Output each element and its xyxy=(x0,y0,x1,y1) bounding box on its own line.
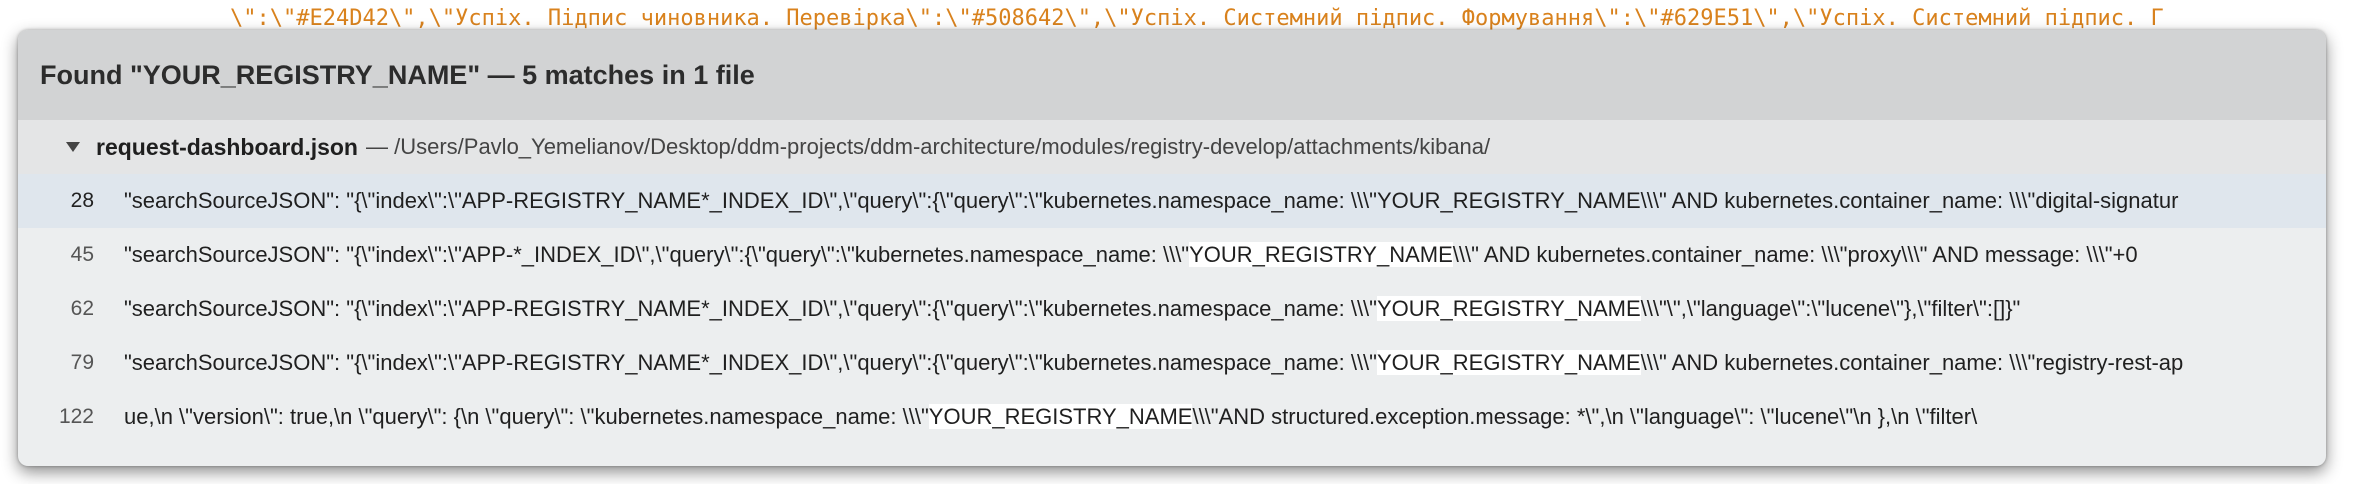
line-number: 122 xyxy=(58,405,94,428)
match-highlight: YOUR_REGISTRY_NAME xyxy=(1376,188,1641,213)
result-line-text: "searchSourceJSON": "{\"index\":\"APP-RE… xyxy=(124,296,2021,321)
result-line-text: "searchSourceJSON": "{\"index\":\"APP-RE… xyxy=(124,350,2184,375)
match-highlight: YOUR_REGISTRY_NAME xyxy=(1376,350,1641,375)
line-number: 28 xyxy=(70,189,94,212)
results-list: 28 "searchSourceJSON": "{\"index\":\"APP… xyxy=(18,174,2326,444)
result-row[interactable]: 122 ue,\n \"version\": true,\n \"query\"… xyxy=(18,390,2326,444)
result-row[interactable]: 45 "searchSourceJSON": "{\"index\":\"APP… xyxy=(18,228,2326,282)
result-row[interactable]: 79 "searchSourceJSON": "{\"index\":\"APP… xyxy=(18,336,2326,390)
line-number: 79 xyxy=(70,351,94,374)
line-number: 45 xyxy=(70,243,94,266)
result-row[interactable]: 28 "searchSourceJSON": "{\"index\":\"APP… xyxy=(18,174,2326,228)
popup-title: Found "YOUR_REGISTRY_NAME" — 5 matches i… xyxy=(18,30,2326,120)
result-line-text: "searchSourceJSON": "{\"index\":\"APP-*_… xyxy=(124,242,2138,267)
find-in-files-popup: Found "YOUR_REGISTRY_NAME" — 5 matches i… xyxy=(18,30,2326,466)
match-highlight: YOUR_REGISTRY_NAME xyxy=(1189,242,1453,267)
file-name: request-dashboard.json xyxy=(96,133,358,160)
line-number: 62 xyxy=(70,297,94,320)
match-highlight: YOUR_REGISTRY_NAME xyxy=(928,404,1193,429)
result-line-text: ue,\n \"version\": true,\n \"query\": {\… xyxy=(124,404,1978,429)
result-row[interactable]: 62 "searchSourceJSON": "{\"index\":\"APP… xyxy=(18,282,2326,336)
result-line-text: "searchSourceJSON": "{\"index\":\"APP-RE… xyxy=(124,188,2179,213)
editor-background-code: \":\"#E24D42\",\"Успіх. Підпис чиновника… xyxy=(230,6,2164,31)
match-highlight: YOUR_REGISTRY_NAME xyxy=(1376,296,1641,321)
expand-triangle-icon[interactable] xyxy=(66,142,80,152)
file-group-row[interactable]: request-dashboard.json — /Users/Pavlo_Ye… xyxy=(18,120,2326,174)
file-path: — /Users/Pavlo_Yemelianov/Desktop/ddm-pr… xyxy=(365,134,1491,159)
